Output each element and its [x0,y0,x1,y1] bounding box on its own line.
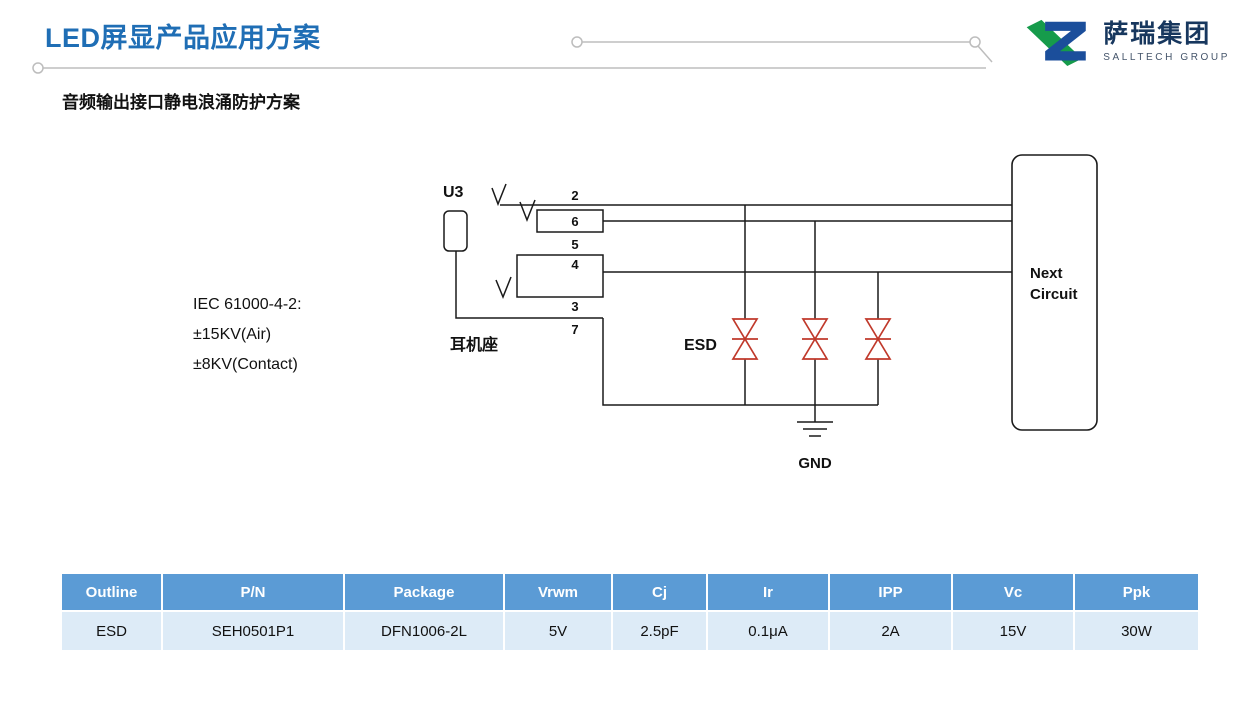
pin-4-label: 4 [571,257,579,272]
switch-contact-icon [519,199,536,223]
pin-7-label: 7 [571,322,578,337]
jack-contact-box-4 [516,254,604,298]
switch-contact-icon [491,183,507,207]
cell-package: DFN1006-2L [345,612,505,650]
cell-vc: 15V [953,612,1075,650]
cell-ir: 0.1μA [708,612,830,650]
salltech-logo-icon [1026,19,1086,66]
connector-node-icon [571,36,583,48]
wire-pin3 [455,251,603,319]
next-circuit-box [1011,154,1098,431]
jack-label: 耳机座 [450,335,498,354]
col-header-cj: Cj [613,574,708,612]
pin-5-label: 5 [571,237,578,252]
logo-name: 萨瑞集团 [1103,20,1212,48]
gnd-label: GND [798,455,832,472]
spec-table: Outline P/N Package Vrwm Cj Ir IPP Vc Pp… [62,574,1198,650]
cell-vrwm: 5V [505,612,613,650]
gnd-symbol-icon [797,421,833,437]
wire-ground-bus [602,318,878,406]
col-header-package: Package [345,574,505,612]
esd-diode-3 [864,318,892,360]
iec-line-2: ±15KV(Air) [193,326,272,343]
company-logo: 萨瑞集团 SALLTECH GROUP [1023,14,1230,70]
col-header-ppk: Ppk [1075,574,1198,612]
iec-line-3: ±8KV(Contact) [193,356,298,373]
cell-pn: SEH0501P1 [163,612,345,650]
section-subtitle: 音频输出接口静电浪涌防护方案 [62,93,300,112]
cell-outline: ESD [62,612,163,650]
next-circuit-label-1: Next [1030,265,1063,282]
col-header-ipp: IPP [830,574,953,612]
pin-6-label: 6 [571,214,578,229]
pin-3-label: 3 [571,299,578,314]
iec-spec-text: IEC 61000-4-2: ±15KV(Air) ±8KV(Contact) [193,290,302,380]
esd-diode-1 [731,318,759,360]
cell-ipp: 2A [830,612,953,650]
col-header-vrwm: Vrwm [505,574,613,612]
page-title: LED屏显产品应用方案 [45,23,321,53]
logo-subtext: SALLTECH GROUP [1103,52,1230,63]
esd-label: ESD [684,337,717,354]
u3-label: U3 [443,184,464,201]
table-header-row: Outline P/N Package Vrwm Cj Ir IPP Vc Pp… [62,574,1198,612]
jack-contact-box-6 [536,209,604,233]
connector-node-icon [32,62,44,74]
col-header-vc: Vc [953,574,1075,612]
col-header-pn: P/N [163,574,345,612]
next-circuit-label-2: Circuit [1030,286,1078,303]
col-header-ir: Ir [708,574,830,612]
iec-line-1: IEC 61000-4-2: [193,296,302,313]
pin-2-label: 2 [571,188,578,203]
table-data-row: ESD SEH0501P1 DFN1006-2L 5V 2.5pF 0.1μA … [62,612,1198,650]
col-header-outline: Outline [62,574,163,612]
headphone-plug-symbol [443,210,468,252]
cell-cj: 2.5pF [613,612,708,650]
cell-ppk: 30W [1075,612,1198,650]
esd-diode-2 [801,318,829,360]
connector-node-icon [969,36,981,48]
switch-contact-icon [495,276,512,299]
